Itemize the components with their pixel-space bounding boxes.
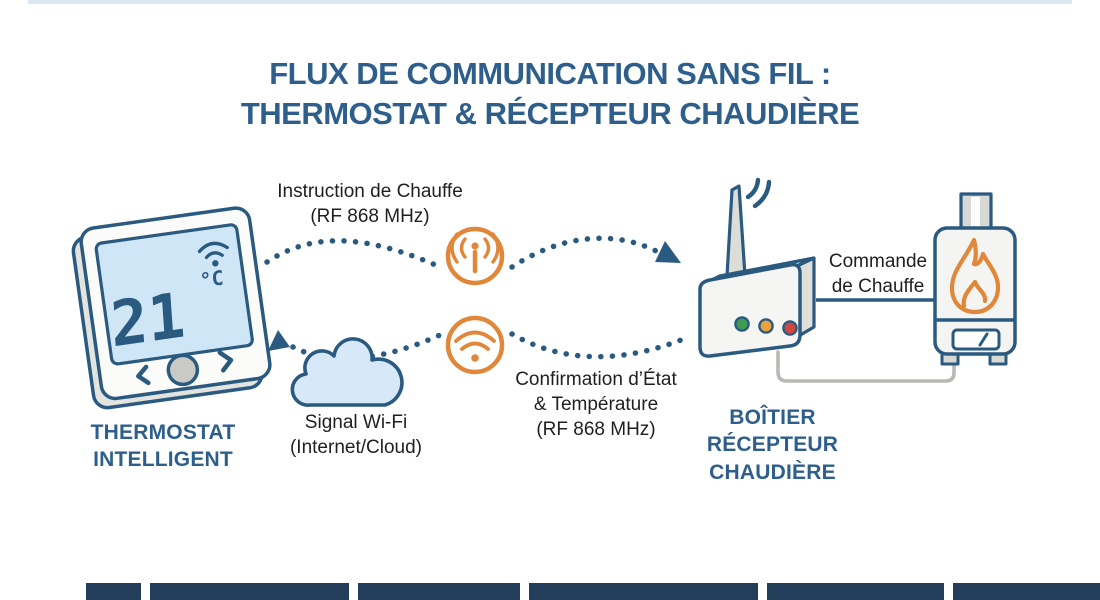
chevron-left-icon bbox=[136, 364, 151, 386]
receiver-antenna bbox=[725, 184, 747, 278]
wifi-icon bbox=[197, 241, 229, 267]
antenna-icon bbox=[745, 177, 772, 209]
wifi-signal-icon bbox=[445, 315, 505, 375]
footer-gap bbox=[944, 583, 953, 600]
boiler-illustration bbox=[933, 192, 1017, 366]
footer-gap bbox=[141, 583, 150, 600]
flow-arrow-top bbox=[264, 235, 661, 270]
footer-gap bbox=[520, 583, 529, 600]
flow-bottom-label: Confirmation d’État & Température (RF 86… bbox=[515, 369, 677, 441]
footer-bar bbox=[86, 583, 1100, 600]
command-label: Commande de Chauffe bbox=[828, 251, 928, 298]
cloud-icon bbox=[290, 337, 404, 407]
led-green bbox=[734, 316, 750, 332]
thermostat-illustration: 21 °C bbox=[71, 206, 272, 410]
radio-broadcast-icon bbox=[445, 226, 505, 286]
arrowhead-to-thermostat bbox=[268, 330, 290, 351]
flame-icon bbox=[949, 237, 1001, 315]
cloud-label: Signal Wi-Fi (Internet/Cloud) bbox=[289, 412, 422, 459]
display-unit: °C bbox=[199, 265, 225, 292]
thermostat-label: THERMOSTAT INTELLIGENT bbox=[90, 421, 236, 472]
receiver-illustration bbox=[698, 177, 816, 358]
top-accent-strip bbox=[28, 0, 1072, 4]
display-value: 21 bbox=[108, 278, 187, 361]
chevron-right-icon bbox=[217, 350, 234, 373]
receiver-label: BOÎTIER RÉCEPTEUR CHAUDIÈRE bbox=[706, 406, 839, 484]
boiler-panel bbox=[951, 328, 1001, 351]
flow-top-label: Instruction de Chauffe (RF 868 MHz) bbox=[277, 181, 463, 228]
boiler-wire bbox=[776, 350, 956, 383]
footer-gap bbox=[349, 583, 358, 600]
footer-gap bbox=[758, 583, 767, 600]
led-amber bbox=[758, 318, 774, 334]
page-title: FLUX DE COMMUNICATION SANS FIL : THERMOS… bbox=[240, 56, 860, 132]
thermostat-display: 21 °C bbox=[108, 265, 225, 361]
arrowhead-to-receiver bbox=[655, 241, 681, 263]
select-button bbox=[166, 353, 200, 387]
led-red bbox=[782, 320, 798, 336]
